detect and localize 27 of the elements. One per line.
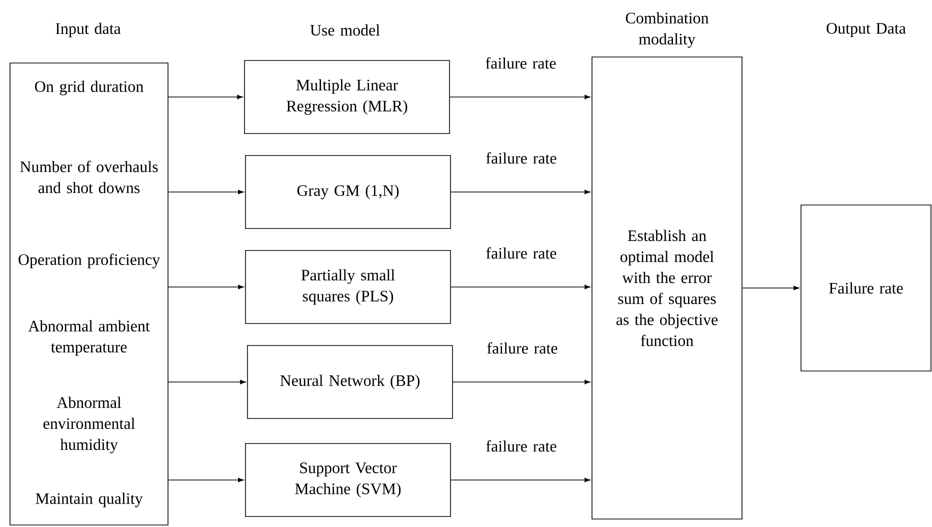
arrow: [450, 94, 590, 100]
edge-label: failure rate: [486, 440, 556, 452]
edge-label: failure rate: [486, 57, 556, 69]
combination-box: Establish an optimal model with the error sum of squares as the objective function: [592, 56, 742, 520]
arrow: [168, 284, 244, 290]
edge-label: failure rate: [486, 247, 556, 259]
arrow: [742, 286, 800, 290]
model-box: Neural Network (BP): [247, 345, 453, 419]
arrow: [450, 284, 590, 290]
model-box: Multiple Linear Regression (MLR): [244, 60, 450, 134]
arrow: [450, 190, 590, 194]
input-box: On grid duration Number of overhauls and shot downs Operation proficiency Abnormal ambient temperature Abnormal environmental humidity Maintain quality: [10, 62, 168, 526]
arrow: [168, 190, 244, 194]
arrow: [450, 478, 590, 482]
output-box: Failure rate: [800, 204, 932, 372]
model-box: Support Vector Machine (SVM): [245, 443, 451, 517]
column-heading: Use model: [310, 24, 380, 36]
arrow: [168, 94, 243, 100]
arrow: [452, 380, 590, 384]
edge-label: failure rate: [487, 342, 558, 354]
model-box: Partially small squares (PLS): [245, 250, 451, 324]
arrow: [168, 380, 246, 384]
arrow: [168, 478, 244, 482]
model-box: Gray GM (1,N): [245, 155, 451, 229]
column-heading: Output Data: [826, 23, 906, 37]
column-heading: Input data: [56, 22, 121, 38]
edge-label: failure rate: [486, 152, 556, 164]
